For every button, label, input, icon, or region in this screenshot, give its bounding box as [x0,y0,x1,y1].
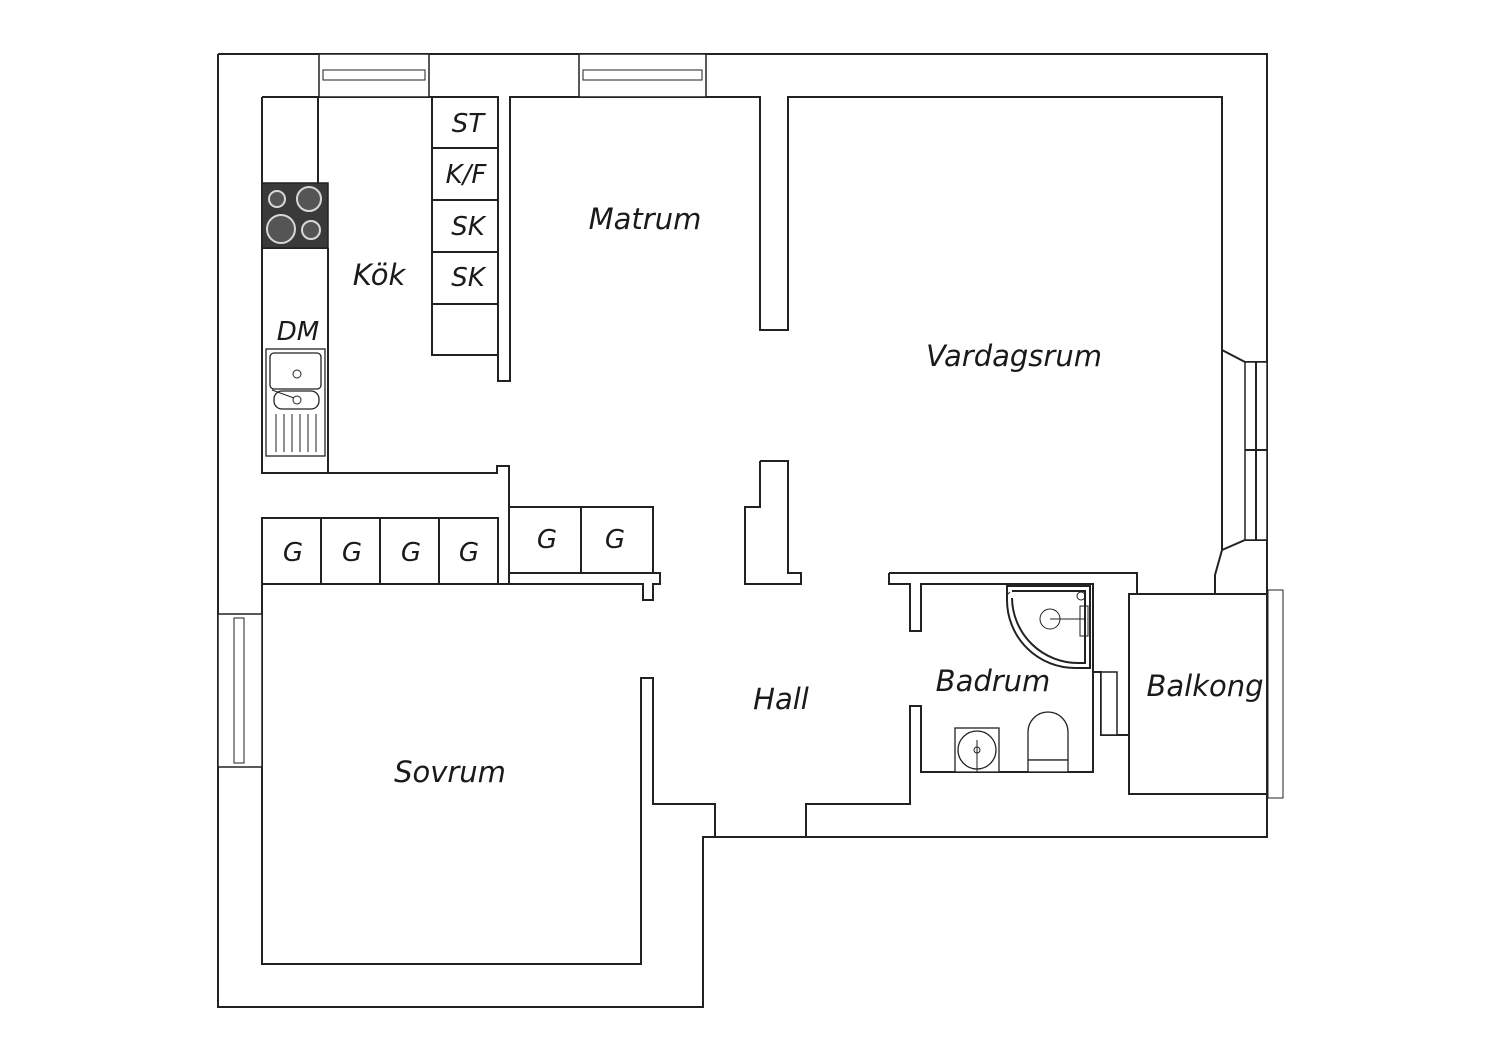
room-label-bedroom: Sovrum [394,755,506,789]
room-label-hall: Hall [753,682,809,716]
kitchen-sink-icon [265,348,326,457]
balcony-walls [1128,589,1284,799]
shower-icon [1005,585,1091,669]
cabinet-label: SK [451,263,487,293]
room-label-bathroom: Badrum [936,664,1051,698]
wardrobe-label: G [283,538,303,568]
wardrobe-label: G [342,538,362,568]
cabinet-label: SK [451,212,487,242]
washbasin-icon [954,727,1000,773]
dishwasher-label: DM [277,317,319,347]
wardrobe-row [261,506,661,601]
wardrobe-label: G [537,525,557,555]
wardrobe-label: G [605,525,625,555]
wardrobe-label: G [459,538,479,568]
bathroom-walls [805,549,1223,837]
fridge-freezer-label: K/F [446,160,488,190]
hall-column [744,460,802,585]
outer-walls [217,53,1268,1008]
oven-label: ST [452,109,487,139]
bay-window-walls [1221,349,1268,551]
stove-icon [261,182,329,249]
window-bathroom [1100,671,1118,736]
wardrobe-label: G [401,538,421,568]
kitchen-walls [262,96,1223,473]
room-label-kitchen: Kök [353,258,407,292]
windows [217,53,1118,768]
room-label-dining: Matrum [589,202,702,236]
room-label-living: Vardagsrum [926,339,1102,373]
toilet-icon [1027,711,1069,773]
room-label-balcony: Balkong [1146,669,1263,703]
